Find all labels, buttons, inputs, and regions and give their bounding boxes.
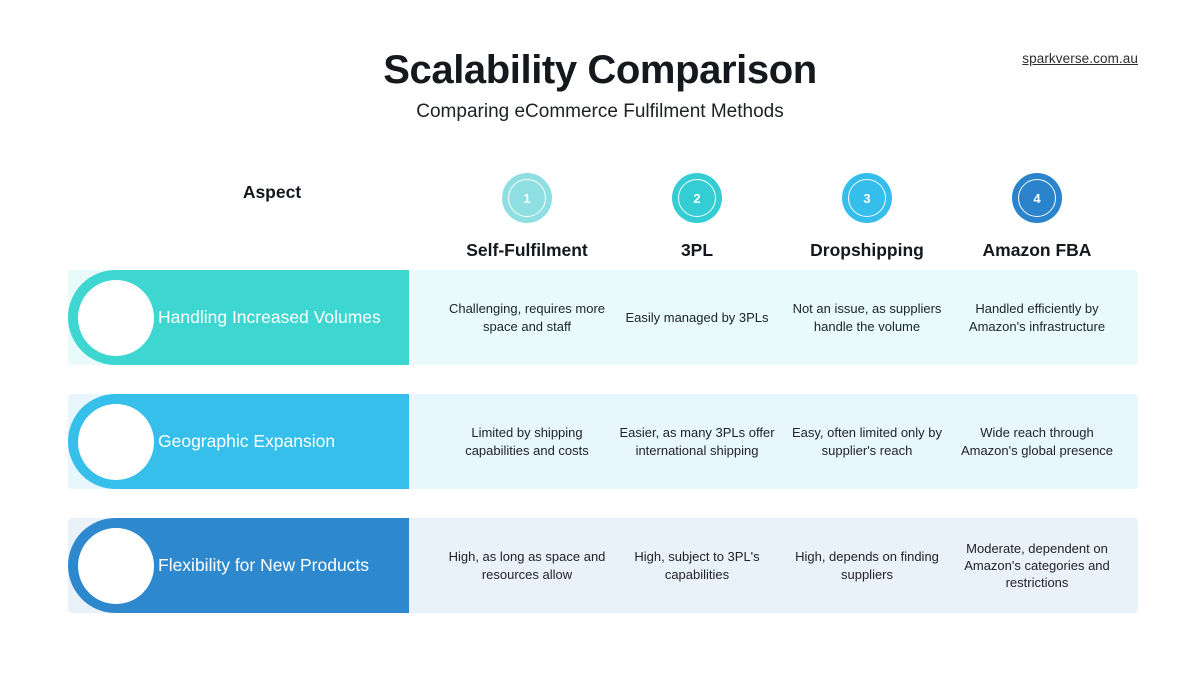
column-header-label: Aspect xyxy=(242,182,302,202)
page-subtitle: Comparing eCommerce Fulfilment Methods xyxy=(416,101,784,122)
step-badge-number: 1 xyxy=(523,190,531,206)
column-header-row: Aspect 1 Self-Fulfilment 2 3PL 3 Dropshi… xyxy=(68,165,1138,270)
column-header-aspect: Aspect xyxy=(177,165,367,203)
row-knob-icon xyxy=(78,403,154,480)
row-label-pill: Geographic Expansion xyxy=(68,394,409,489)
row-label-pill: Handling Increased Volumes xyxy=(68,270,409,365)
step-badge-4: 4 xyxy=(1012,173,1062,223)
table-cell: Limited by shipping capabilities and cos… xyxy=(465,425,589,458)
column-header-label: 3PL xyxy=(680,240,714,260)
step-badge-2: 2 xyxy=(672,173,722,223)
column-header-label: Dropshipping xyxy=(810,240,924,260)
column-header-amazon-fba: 4 Amazon FBA xyxy=(952,165,1122,261)
table-cell: Easier, as many 3PLs offer international… xyxy=(619,425,775,458)
row-label: Handling Increased Volumes xyxy=(158,307,381,327)
table-row: Handling Increased Volumes Challenging, … xyxy=(68,270,1138,365)
step-badge-number: 2 xyxy=(693,190,701,206)
row-label: Geographic Expansion xyxy=(158,431,336,451)
table-cell: Challenging, requires more space and sta… xyxy=(448,301,606,334)
table-cell: High, subject to 3PL's capabilities xyxy=(634,549,760,582)
step-badge-number: 3 xyxy=(863,190,871,206)
table-cell: Not an issue, as suppliers handle the vo… xyxy=(792,301,942,334)
column-header-dropshipping: 3 Dropshipping xyxy=(782,165,952,261)
row-label-pill: Flexibility for New Products xyxy=(68,518,409,613)
column-header-3pl: 2 3PL xyxy=(612,165,782,261)
site-watermark-link[interactable]: sparkverse.com.au xyxy=(1022,51,1138,66)
row-label: Flexibility for New Products xyxy=(158,555,370,575)
step-badge-number: 4 xyxy=(1033,190,1041,206)
table-cell: Wide reach through Amazon's global prese… xyxy=(960,425,1114,458)
row-knob-icon xyxy=(78,279,154,356)
row-knob-icon xyxy=(78,527,154,604)
table-cell: Easily managed by 3PLs xyxy=(625,309,769,325)
column-header-label: Amazon FBA xyxy=(982,240,1092,260)
table-cell: High, depends on finding suppliers xyxy=(795,549,939,582)
table-cell: Moderate, dependent on Amazon's categori… xyxy=(964,540,1110,591)
table-row: Flexibility for New Products High, as lo… xyxy=(68,518,1138,613)
step-badge-3: 3 xyxy=(842,173,892,223)
table-row: Geographic Expansion Limited by shipping… xyxy=(68,394,1138,489)
column-header-label: Self-Fulfilment xyxy=(466,240,588,260)
table-cell: Handled efficiently by Amazon's infrastr… xyxy=(968,301,1106,334)
table-cell: High, as long as space and resources all… xyxy=(448,549,606,582)
step-badge-1: 1 xyxy=(502,173,552,223)
column-header-self-fulfilment: 1 Self-Fulfilment xyxy=(442,165,612,261)
table-cell: Easy, often limited only by supplier's r… xyxy=(791,425,943,458)
comparison-matrix: Aspect 1 Self-Fulfilment 2 3PL 3 Dropshi… xyxy=(68,165,1138,642)
page-title: Scalability Comparison xyxy=(383,48,817,92)
